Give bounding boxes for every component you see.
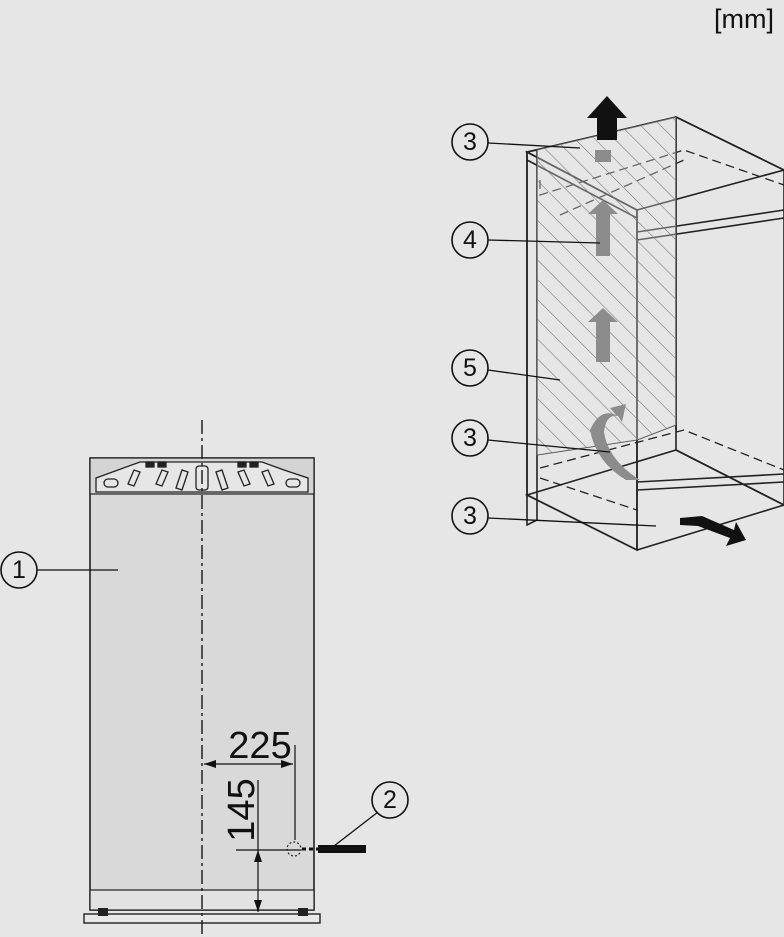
svg-text:145: 145 bbox=[221, 778, 263, 841]
svg-text:5: 5 bbox=[463, 354, 477, 382]
svg-text:3: 3 bbox=[463, 502, 477, 530]
callout-3-top: 3 bbox=[451, 123, 581, 161]
callout-2: 2 bbox=[333, 781, 409, 847]
cabinet-airflow-drawing bbox=[524, 96, 784, 552]
dimension-vertical: 145 bbox=[221, 778, 300, 912]
callout-4: 4 bbox=[451, 221, 601, 259]
airflow-arrow-icon bbox=[588, 150, 640, 480]
outlet-arrow-icon bbox=[587, 96, 627, 140]
callout-5: 5 bbox=[451, 349, 561, 387]
svg-text:2: 2 bbox=[383, 786, 397, 814]
svg-text:225: 225 bbox=[228, 725, 291, 767]
appliance-hatched-area bbox=[536, 116, 677, 456]
water-connection-icon bbox=[286, 841, 366, 857]
units-label: [mm] bbox=[714, 4, 774, 34]
svg-text:4: 4 bbox=[463, 226, 477, 254]
callout-3-bottom: 3 bbox=[451, 497, 657, 535]
svg-text:3: 3 bbox=[463, 128, 477, 156]
inlet-arrow-icon bbox=[680, 516, 746, 546]
dimension-horizontal: 225 bbox=[204, 725, 296, 840]
svg-text:1: 1 bbox=[12, 556, 26, 584]
callout-3-mid: 3 bbox=[451, 419, 611, 457]
svg-text:3: 3 bbox=[463, 424, 477, 452]
appliance-front-view: 225 145 bbox=[83, 420, 366, 937]
callout-1: 1 bbox=[0, 551, 118, 589]
